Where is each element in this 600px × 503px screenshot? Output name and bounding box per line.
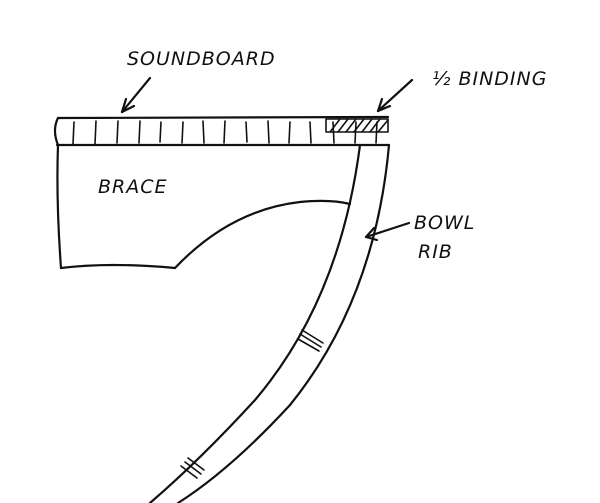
brace-label: BRACE [98,176,168,198]
brace [56,143,352,270]
bowl-rib-arrow [364,221,411,242]
bowl-rib-label-line2: RIB [418,241,453,263]
soundboard-label: SOUNDBOARD [127,48,276,70]
soundboard-arrow [120,76,152,114]
binding-arrow [376,78,414,113]
binding-label: ½ BINDING [432,68,548,90]
half-binding [325,118,389,133]
bowl-rib [148,143,391,503]
bowl-rib-label-line1: BOWL [414,212,476,234]
soundboard [53,115,391,147]
